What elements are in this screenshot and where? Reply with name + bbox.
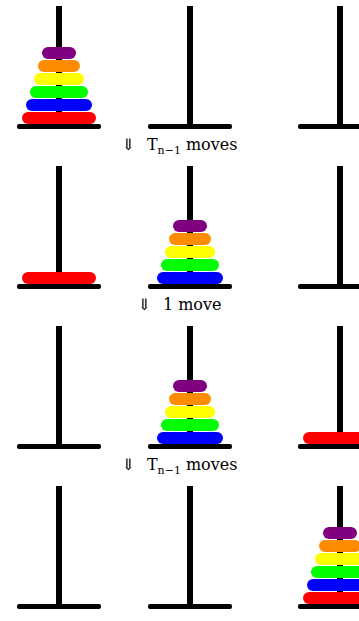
step-caption: ⇓ Tn−1 moves [0, 454, 359, 482]
step-caption: ⇓ Tn−1 moves [0, 134, 359, 162]
subscript: n−1 [158, 464, 181, 477]
down-arrow: ⇓ [122, 455, 135, 474]
peg-panel [17, 6, 359, 129]
down-arrow: ⇓ [138, 295, 151, 314]
step-caption: ⇓ 1 move [0, 294, 359, 316]
peg-panel [17, 326, 359, 449]
step-label: 1 move [163, 295, 222, 314]
step-label: moves [186, 455, 238, 474]
down-arrow: ⇓ [122, 135, 135, 154]
peg-panel [17, 166, 359, 289]
step-label: moves [186, 135, 238, 154]
subscript: n−1 [158, 144, 181, 157]
step-label: T [147, 135, 158, 154]
peg-panel [17, 486, 359, 609]
step-label: T [147, 455, 158, 474]
